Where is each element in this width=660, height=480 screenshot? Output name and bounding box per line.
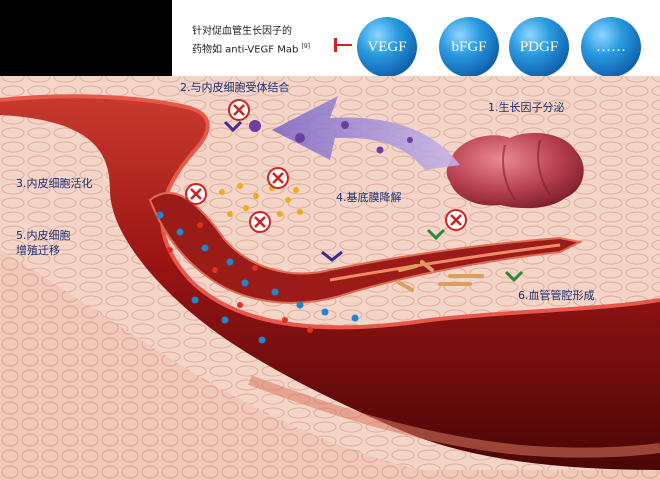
red-cell [237,302,243,308]
red-cell [197,222,203,228]
blue-cell [321,308,329,316]
blue-cell [241,279,249,287]
growth-factor-dot [341,121,349,129]
factor-pdgf: PDGF [509,17,569,77]
factor-bfgf: bFGF [439,17,499,77]
step-5-label: 5.内皮细胞 增殖迁移 [16,228,96,258]
receptor-icon [504,270,524,283]
inhibit-marker-icon [185,183,207,205]
vessel-rim [0,94,660,330]
step-5-line2: 增殖迁移 [16,244,60,257]
blue-cell [351,314,359,322]
receptor-icon [321,250,343,262]
inhibit-marker-icon [267,167,289,189]
enzyme-dots [219,183,303,217]
factor-vegf: VEGF [357,17,417,77]
step-3-label: 3.内皮细胞活化 [16,177,93,190]
red-cell [282,317,288,323]
red-cell [252,265,258,271]
migrating-cells [396,260,484,292]
inhibit-symbol-icon [334,38,352,52]
legend-panel [172,0,660,76]
red-cell [307,327,313,333]
blue-cell [296,301,304,309]
blue-cell [221,316,229,324]
red-cell [167,247,173,253]
red-cell [212,267,218,273]
growth-factor-dot [376,146,384,154]
blue-cell [258,336,266,344]
blue-cell [226,258,234,266]
vessel-highlight [248,375,660,458]
growth-factor-dot [407,137,413,143]
tumor-mass [446,132,584,209]
drug-text-line1: 针对促血管生长因子的 [192,26,292,37]
blue-cell [191,296,199,304]
black-block [0,0,172,76]
step-4-label: 4.基底膜降解 [336,191,402,204]
inhibit-marker-icon [249,211,271,233]
inhibit-marker-icon [445,209,467,231]
factor-more: …… [581,17,641,77]
bound-factor [249,120,261,132]
drug-text-line2: 药物如 anti-VEGF Mab [9] [192,43,311,56]
step-2-label: 2.与内皮细胞受体结合 [180,81,290,94]
step-6-label: 6.血管管腔形成 [518,289,595,302]
receptor-icon [223,120,243,133]
receptor-icon [426,228,446,241]
tumor-fold [502,144,516,201]
inhibit-marker-icon [228,99,250,121]
step-1-label: 1.生长因子分泌 [488,101,565,114]
main-vessel [0,96,660,470]
lower-tissue [0,250,660,480]
step-5-line1: 5.内皮细胞 [16,229,71,242]
secretion-arrow [272,96,460,170]
drug-text-ref: [9] [301,43,311,50]
blue-cell [271,288,279,296]
drug-description: 针对促血管生长因子的 药物如 anti-VEGF Mab [9] [192,24,342,57]
growth-factor-dot [295,133,305,143]
blue-cell [156,211,164,219]
blue-cell [201,244,209,252]
tumor-fold [537,139,551,196]
capillary-inner [329,243,561,282]
blue-cell [176,228,184,236]
blood-cells [156,211,359,344]
capillary-sprout [148,191,584,304]
